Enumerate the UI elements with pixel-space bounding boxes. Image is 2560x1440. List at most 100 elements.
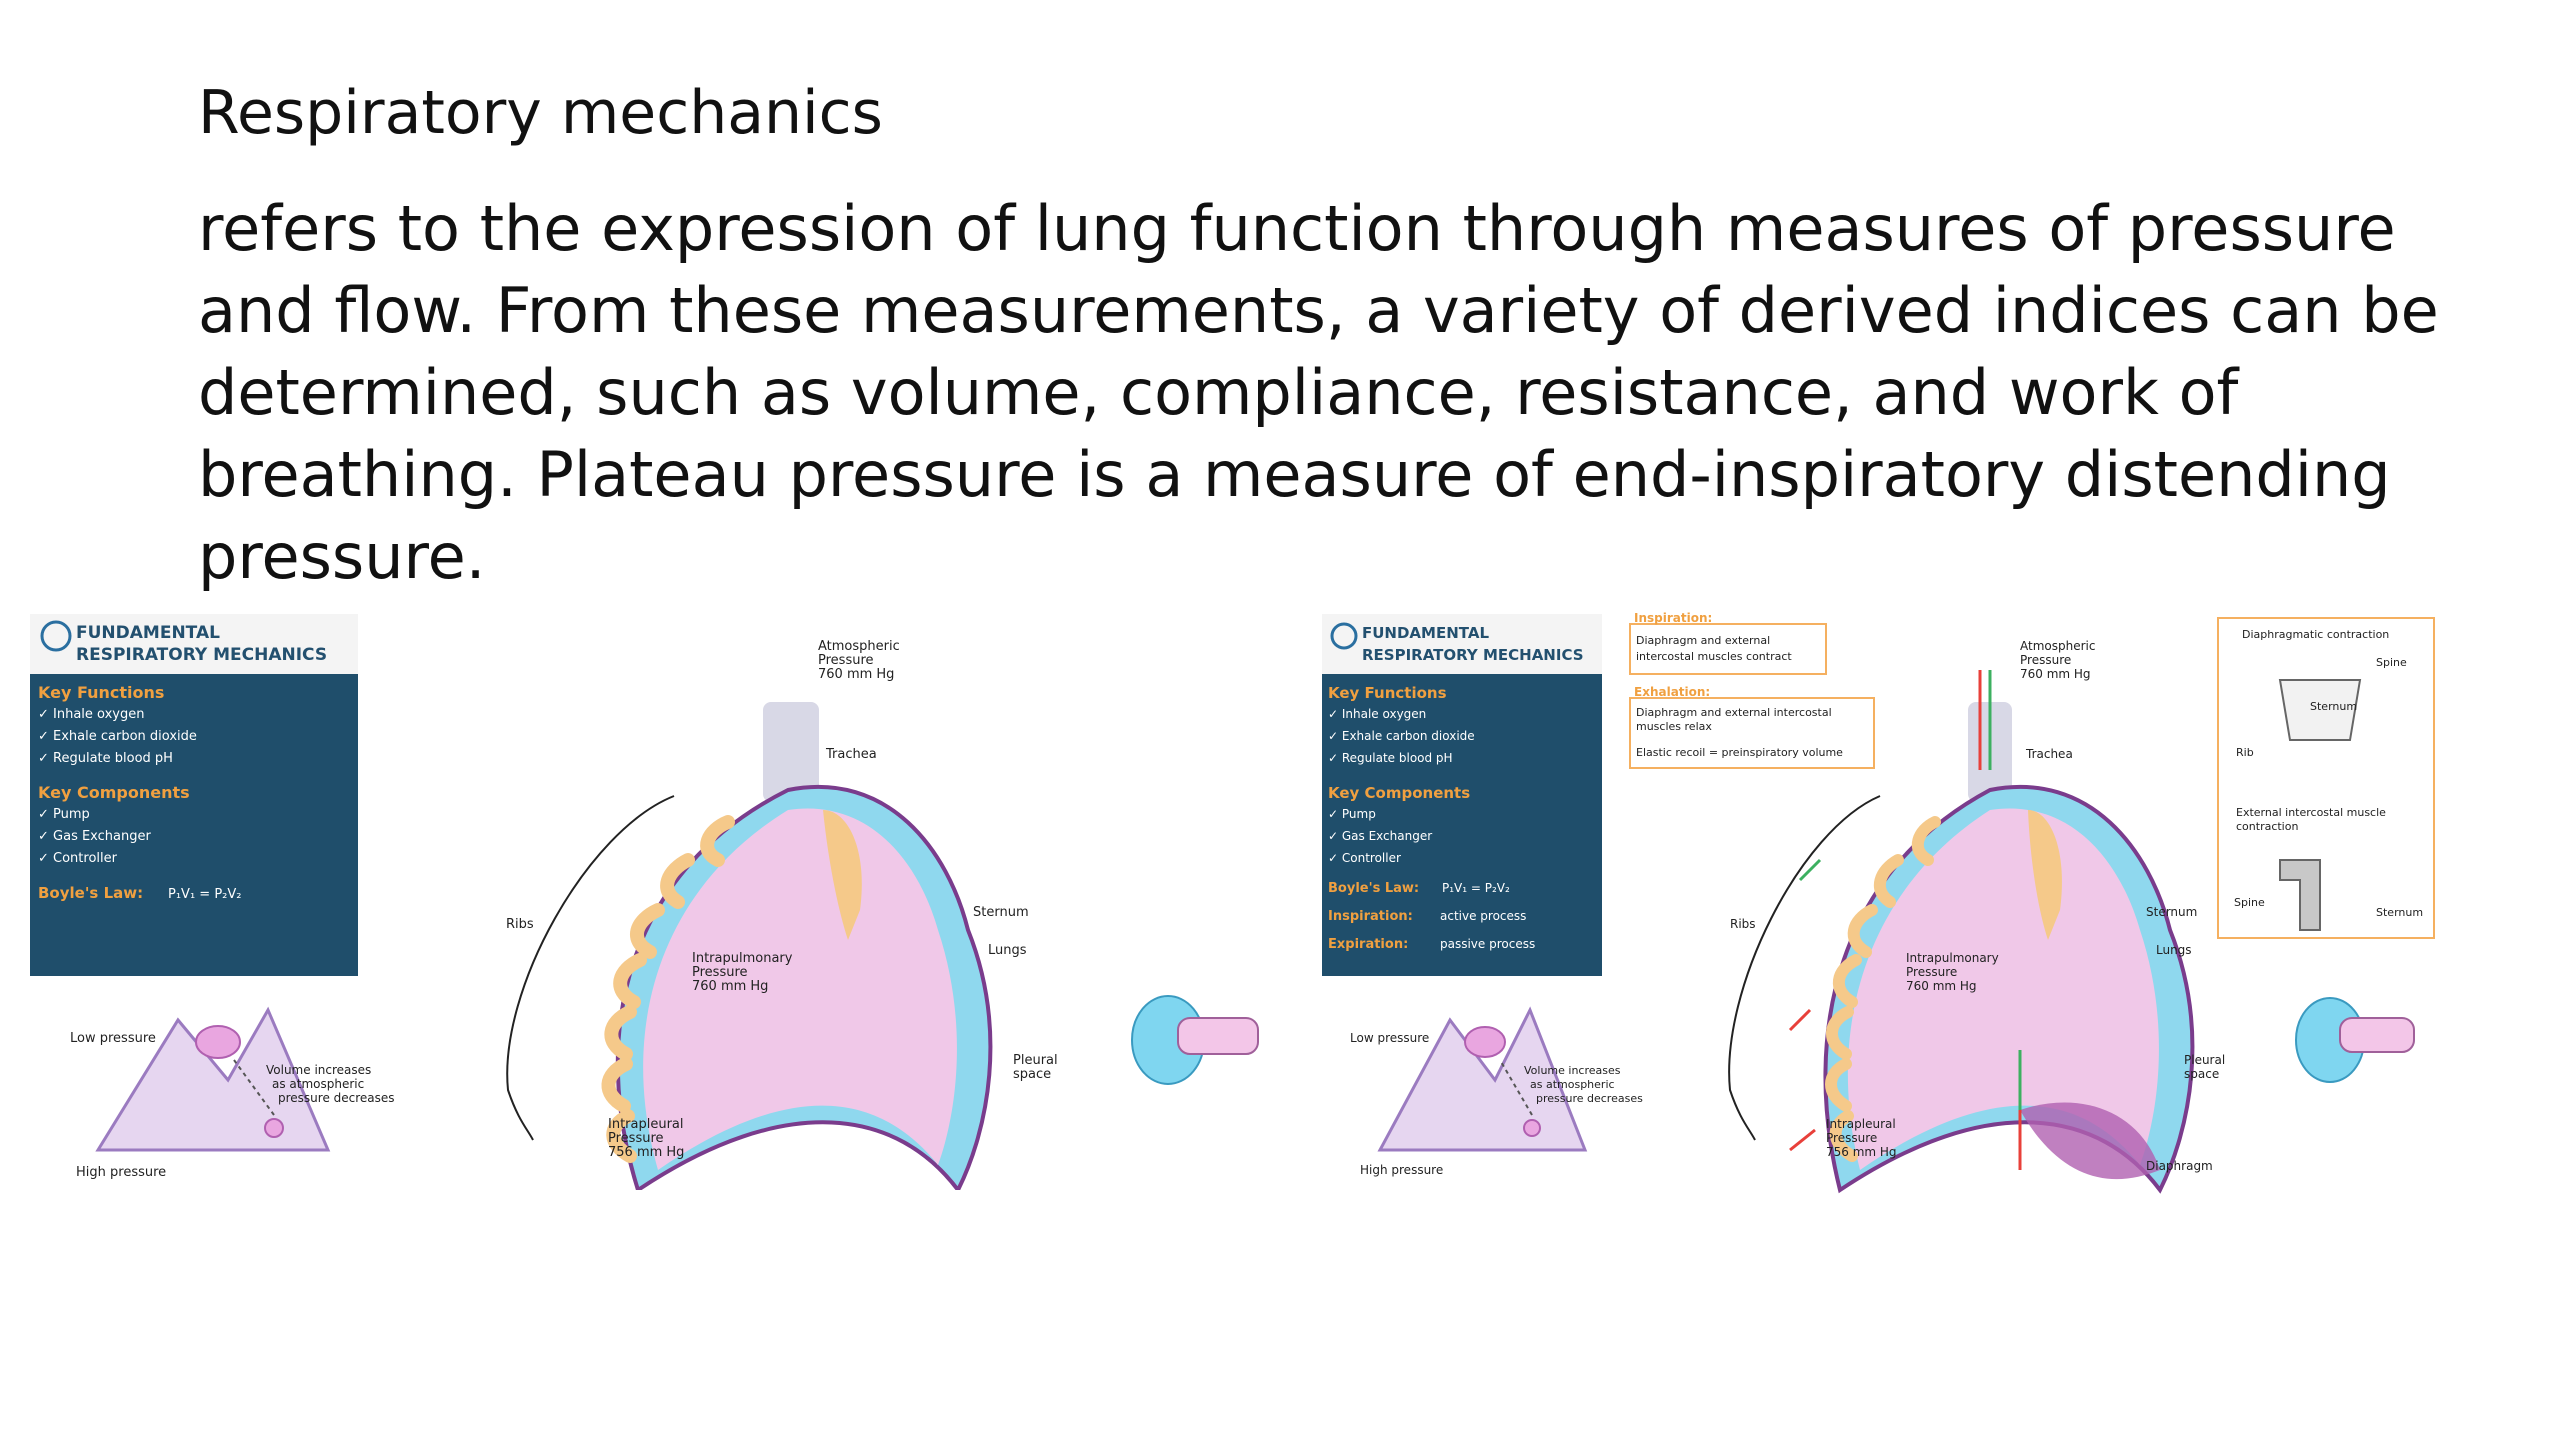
rib: [1873, 854, 1904, 908]
ribs-bracket: [506, 795, 675, 1141]
exhalation-box: [1629, 697, 1875, 769]
intrapleural-label-line1: Intrapleural: [1826, 1117, 1896, 1131]
info-card: FUNDAMENTAL RESPIRATORY MECHANICS Key Fu…: [1322, 614, 1602, 976]
function-item: ✓ Exhale carbon dioxide: [1328, 729, 1475, 743]
external-contraction-line2: contraction: [2236, 820, 2298, 833]
inspiration-line1: Diaphragm and external: [1636, 634, 1770, 647]
arrow-red: [1788, 1008, 1812, 1032]
boyle-formula: P₁V₁ = P₂V₂: [1442, 881, 1510, 895]
atmospheric-label-line2: Pressure: [818, 653, 874, 668]
hand-icon: [1177, 1017, 1259, 1055]
figure-right-respiratory-mechanics: FUNDAMENTAL RESPIRATORY MECHANICS Key Fu…: [1320, 610, 2440, 1200]
ribs-bracket: [1728, 795, 1881, 1141]
balloon-mountain-inset: Low pressure High pressure Volume increa…: [70, 1006, 395, 1180]
contraction-panel-box: [2217, 617, 2435, 939]
rib: [1847, 904, 1878, 958]
functions-heading: Key Functions: [38, 683, 164, 702]
figure-left-respiratory-mechanics: FUNDAMENTAL RESPIRATORY MECHANICS Key Fu…: [28, 610, 1268, 1190]
balloon-mountain-inset: Low pressure High pressure Volume increa…: [1350, 1006, 1643, 1177]
balloon-large-icon: [1464, 1026, 1506, 1058]
diaphragmatic-label: Diaphragmatic contraction: [2242, 628, 2389, 641]
intrapulmonary-label-line1: Intrapulmonary: [1906, 951, 1999, 965]
ribs-group: [601, 815, 735, 1163]
intrapulmonary-label-line3: 760 mm Hg: [1906, 979, 1977, 993]
function-item: ✓ Inhale oxygen: [1328, 707, 1426, 721]
exhalation-line1: Diaphragm and external intercostal: [1636, 706, 1832, 719]
intrapleural-label-line2: Pressure: [608, 1131, 664, 1146]
arrow-green: [1798, 858, 1822, 882]
mountain-shape: [1377, 1006, 1588, 1152]
slide-body-text: refers to the expression of lung functio…: [198, 192, 2439, 593]
low-pressure-label: Low pressure: [70, 1031, 156, 1046]
atmospheric-label-line1: Atmospheric: [2020, 639, 2095, 653]
dashed-path-line: [233, 1059, 275, 1116]
info-card: FUNDAMENTAL RESPIRATORY MECHANICS Key Fu…: [30, 614, 358, 976]
component-item: ✓ Gas Exchanger: [38, 829, 151, 844]
lungs-label: Lungs: [988, 943, 1027, 958]
high-pressure-label: High pressure: [76, 1165, 166, 1180]
arrow-red: [1789, 1128, 1816, 1152]
rib: [630, 903, 665, 959]
sternum-shape: [2028, 810, 2062, 940]
hand-balloon-illustration: [1131, 995, 1259, 1085]
figure-right-svg: FUNDAMENTAL RESPIRATORY MECHANICS Key Fu…: [1322, 611, 2435, 1194]
high-pressure-label: High pressure: [1360, 1163, 1443, 1177]
boyle-formula: P₁V₁ = P₂V₂: [168, 887, 241, 902]
rib: [1826, 1006, 1854, 1060]
slide-title: Respiratory mechanics: [198, 78, 883, 148]
logo-icon: [1330, 622, 1358, 650]
lung-diagram: Atmospheric Pressure 760 mm Hg Trachea R…: [506, 639, 1058, 1190]
balloon-small-icon: [1523, 1119, 1541, 1137]
function-item: ✓ Inhale oxygen: [38, 707, 144, 722]
volume-note-line1: Volume increases: [266, 1063, 371, 1077]
exhalation-heading: Exhalation:: [1634, 685, 1710, 699]
balloon-small-icon: [264, 1118, 284, 1138]
bucket-icon: [2278, 679, 2362, 741]
atmospheric-label-line2: Pressure: [2020, 653, 2071, 667]
card-title-line1: FUNDAMENTAL: [76, 623, 220, 643]
pleural-label-line2: space: [1013, 1067, 1051, 1082]
card-header: [30, 614, 358, 674]
sternum2-label: Sternum: [2376, 906, 2423, 919]
dashed-path-line: [1499, 1059, 1533, 1116]
card-title-line2: RESPIRATORY MECHANICS: [1362, 646, 1584, 664]
volume-note-line2: as atmospheric: [272, 1077, 364, 1091]
function-item: ✓ Regulate blood pH: [38, 751, 173, 766]
card-header: [1322, 614, 1602, 674]
rib: [1832, 954, 1862, 1008]
figure-left-svg: FUNDAMENTAL RESPIRATORY MECHANICS Key Fu…: [30, 614, 1259, 1190]
intrapleural-label-line3: 756 mm Hg: [1826, 1145, 1897, 1159]
inspiration-label: Inspiration:: [1328, 909, 1413, 924]
intrapleural-label-line3: 756 mm Hg: [608, 1145, 684, 1160]
component-item: ✓ Controller: [38, 851, 118, 866]
card-title-line1: FUNDAMENTAL: [1362, 624, 1489, 642]
card-background: [1322, 614, 1602, 976]
sternum-label: Sternum: [2310, 700, 2357, 713]
inspiration-heading: Inspiration:: [1634, 611, 1712, 625]
function-item: ✓ Exhale carbon dioxide: [38, 729, 197, 744]
volume-note-line3: pressure decreases: [278, 1091, 395, 1105]
rib: [1829, 1110, 1858, 1162]
component-item: ✓ Pump: [38, 807, 90, 822]
atmospheric-label-line3: 760 mm Hg: [818, 667, 894, 682]
pleural-label-line2: space: [2184, 1067, 2219, 1081]
ribs-label: Ribs: [1730, 917, 1756, 931]
rib: [606, 1109, 637, 1163]
expiration-label: Expiration:: [1328, 937, 1408, 952]
atmospheric-label-line1: Atmospheric: [818, 639, 900, 654]
sternum-shape: [823, 810, 862, 940]
card-title-line2: RESPIRATORY MECHANICS: [76, 645, 327, 665]
diaphragm-shape: [2020, 1102, 2160, 1180]
volume-note-line2: as atmospheric: [1530, 1078, 1615, 1091]
motion-arrows: [1788, 670, 2022, 1170]
rib: [604, 1005, 637, 1061]
sternum-label: Sternum: [2146, 905, 2197, 919]
rib: [1825, 1058, 1852, 1112]
balloon-large-icon: [195, 1025, 241, 1059]
boyle-label: Boyle's Law:: [38, 884, 143, 902]
low-pressure-label: Low pressure: [1350, 1031, 1429, 1045]
lung-shape: [643, 808, 957, 1170]
pleural-label-line1: Pleural: [1013, 1053, 1058, 1068]
inspiration-value: active process: [1440, 909, 1526, 923]
volume-note-line3: pressure decreases: [1536, 1092, 1643, 1105]
